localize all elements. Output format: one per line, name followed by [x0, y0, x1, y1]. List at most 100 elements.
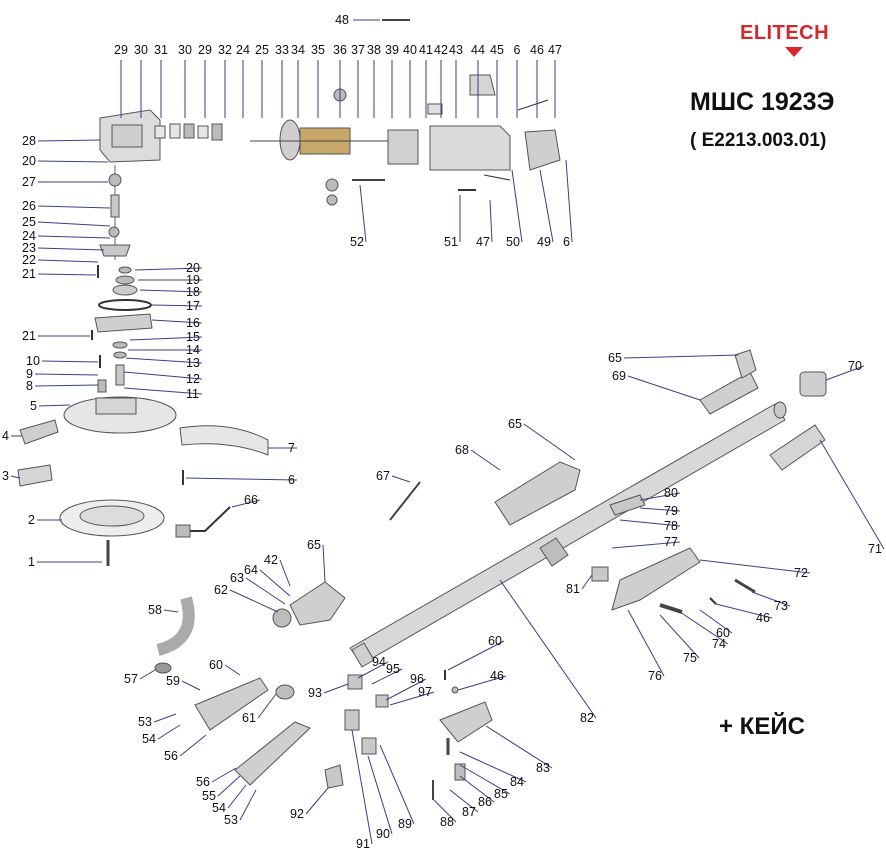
- part-label: 47: [476, 235, 490, 249]
- part-label: 65: [608, 351, 622, 365]
- part-label: 22: [22, 253, 36, 267]
- part-label: 40: [403, 43, 417, 57]
- part-label: 70: [848, 359, 862, 373]
- part-label: 34: [291, 43, 305, 57]
- part-label: 5: [30, 399, 37, 413]
- leader-line: [367, 755, 393, 835]
- part-label: 62: [214, 583, 228, 597]
- leader-line: [357, 661, 389, 679]
- leader-line: [611, 541, 681, 549]
- part-label: 45: [490, 43, 504, 57]
- leader-line: [699, 559, 811, 574]
- part-label: 43: [449, 43, 463, 57]
- leader-line: [37, 139, 101, 142]
- leader-line: [227, 784, 247, 809]
- leader-line: [323, 683, 349, 694]
- leader-line: [447, 640, 505, 671]
- part-label: 81: [566, 582, 580, 596]
- part-label: 46: [490, 669, 504, 683]
- leader-line: [151, 319, 203, 324]
- leader-line: [134, 267, 203, 271]
- part-label: 2: [28, 513, 35, 527]
- motor-assembly: [99, 19, 561, 206]
- part-label: 42: [264, 553, 278, 567]
- leader-line: [389, 691, 435, 706]
- part-label: 54: [142, 732, 156, 746]
- part-label: 88: [440, 815, 454, 829]
- leader-line: [34, 384, 99, 387]
- part-label: 16: [186, 316, 200, 330]
- leader-line: [659, 614, 700, 659]
- part-label: 33: [275, 43, 289, 57]
- leader-line: [123, 371, 203, 380]
- leader-line: [257, 693, 277, 719]
- leader-line: [157, 724, 181, 740]
- leader-line: [359, 184, 367, 243]
- part-label: 56: [196, 775, 210, 789]
- leader-line: [129, 336, 203, 341]
- leader-line: [459, 751, 527, 783]
- leader-line: [41, 360, 99, 363]
- part-label: 71: [868, 542, 882, 556]
- part-label: 91: [356, 837, 370, 851]
- part-label: 80: [664, 486, 678, 500]
- part-label: 24: [22, 229, 36, 243]
- leader-line: [37, 247, 105, 251]
- part-label: 53: [224, 813, 238, 827]
- part-label: 24: [236, 43, 250, 57]
- part-label: 25: [255, 43, 269, 57]
- part-label: 9: [26, 367, 33, 381]
- part-label: 90: [376, 827, 390, 841]
- part-label: 29: [114, 43, 128, 57]
- part-label: 35: [311, 43, 325, 57]
- part-label: 64: [244, 563, 258, 577]
- part-label: 48: [335, 13, 349, 27]
- part-label: 53: [138, 715, 152, 729]
- part-label: 63: [230, 571, 244, 585]
- leader-line: [38, 404, 71, 407]
- part-label: 15: [186, 330, 200, 344]
- part-label: 46: [530, 43, 544, 57]
- leader-line: [163, 609, 179, 613]
- part-label: 30: [134, 43, 148, 57]
- leader-line: [37, 160, 109, 163]
- part-label: 89: [398, 817, 412, 831]
- leader-line: [539, 169, 554, 243]
- part-label: 65: [307, 538, 321, 552]
- part-label: 93: [308, 686, 322, 700]
- leader-line: [179, 734, 207, 757]
- leader-line: [470, 449, 501, 471]
- part-label: 96: [410, 672, 424, 686]
- leader-line: [153, 713, 177, 723]
- part-label: 73: [774, 599, 788, 613]
- part-label: 60: [488, 634, 502, 648]
- leader-line: [581, 574, 593, 590]
- part-label: 67: [376, 469, 390, 483]
- part-label: 4: [2, 429, 9, 443]
- part-label: 32: [218, 43, 232, 57]
- part-label: 37: [351, 43, 365, 57]
- leader-line: [751, 591, 791, 607]
- leader-line: [391, 475, 411, 483]
- head-assembly: [17, 165, 269, 566]
- part-label: 66: [244, 493, 258, 507]
- part-label: 14: [186, 343, 200, 357]
- leader-line: [639, 492, 681, 501]
- part-label: 21: [22, 329, 36, 343]
- leader-line: [459, 775, 495, 803]
- leader-line: [385, 678, 427, 701]
- part-label: 6: [288, 473, 295, 487]
- part-label: 20: [186, 261, 200, 275]
- leader-line: [37, 259, 99, 263]
- part-label: 20: [22, 154, 36, 168]
- part-label: 87: [462, 805, 476, 819]
- leader-line: [279, 559, 291, 587]
- model-code: ( E2213.003.01): [690, 130, 827, 151]
- leader-line: [485, 725, 553, 769]
- leader-line: [181, 680, 201, 691]
- part-label: 13: [186, 356, 200, 370]
- part-label: 52: [350, 235, 364, 249]
- part-label: 26: [22, 199, 36, 213]
